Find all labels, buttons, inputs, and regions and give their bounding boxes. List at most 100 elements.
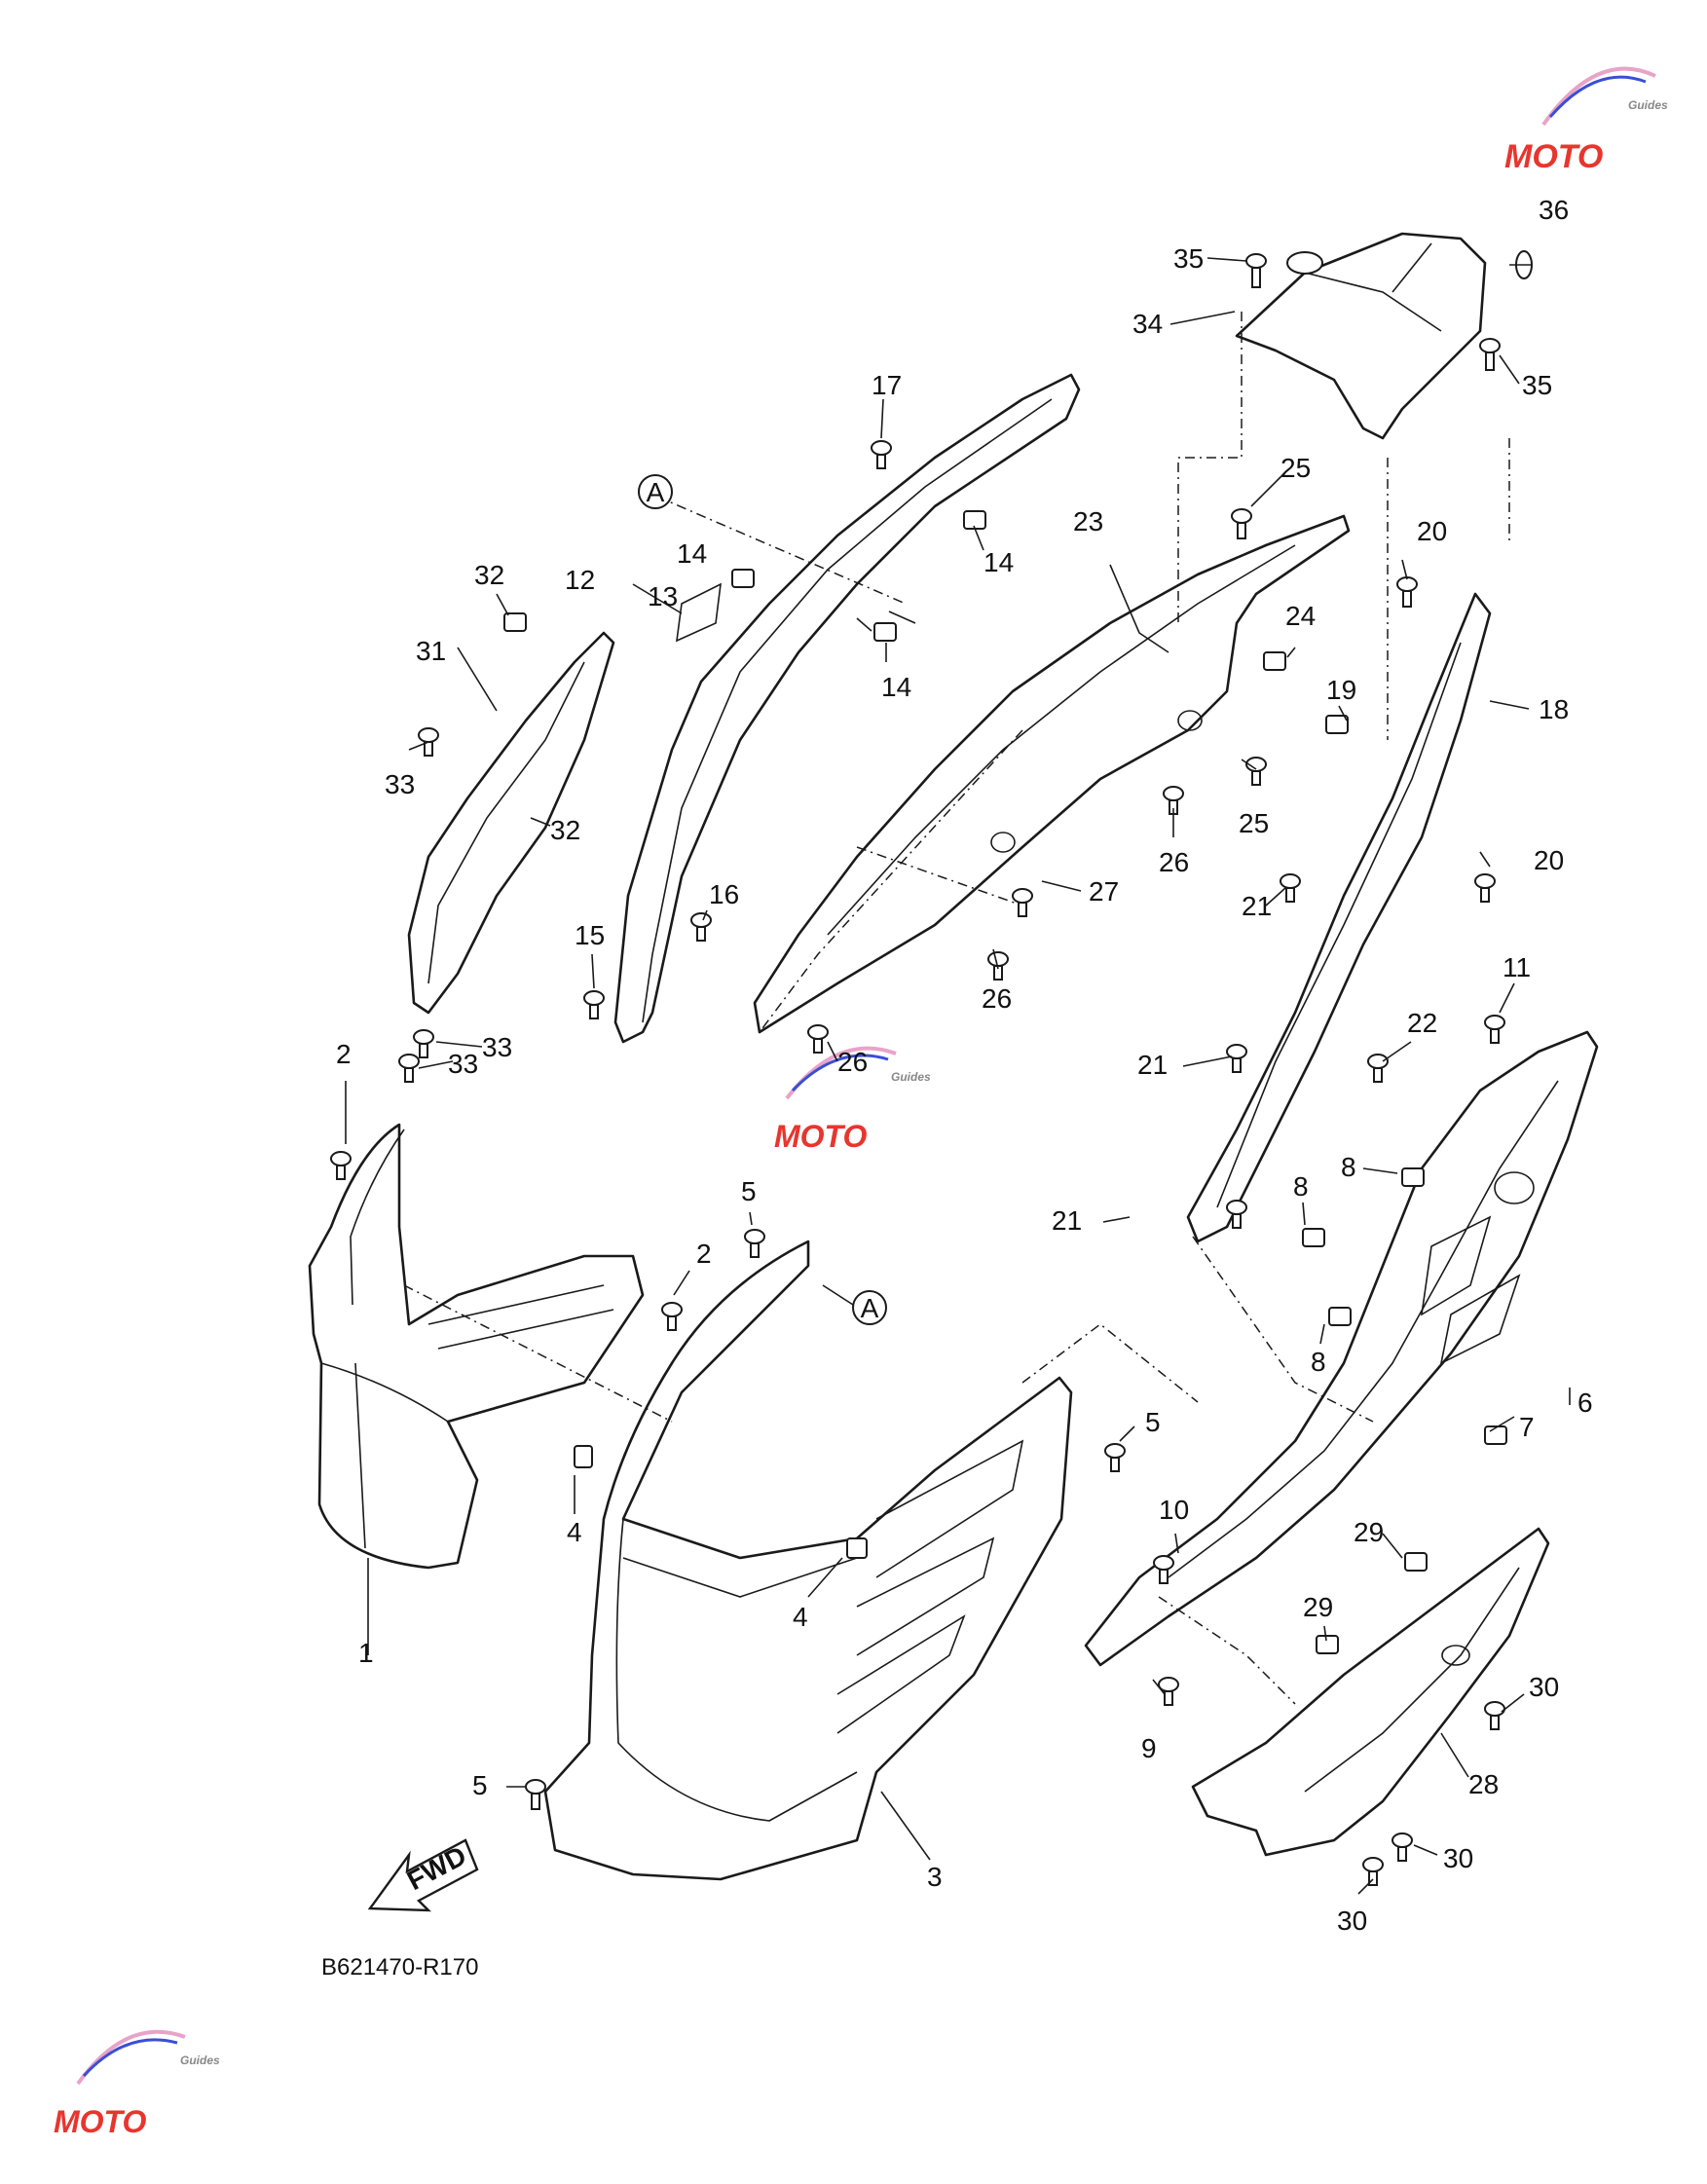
callout-27: 27 xyxy=(1089,876,1119,907)
callout-35: 35 xyxy=(1522,370,1552,400)
reference-mark-bottom: A xyxy=(822,1284,887,1325)
callout-23: 23 xyxy=(1073,506,1103,537)
callout-16: 16 xyxy=(709,879,739,909)
watermark-brand: MOTO xyxy=(1504,138,1603,175)
screw xyxy=(1474,873,1496,903)
part-31-side-panel xyxy=(407,631,615,1015)
screw xyxy=(1479,338,1501,371)
screw xyxy=(871,440,892,469)
callout-5: 5 xyxy=(1145,1407,1161,1437)
callout-12: 12 xyxy=(565,565,595,595)
callout-33: 33 xyxy=(448,1049,478,1079)
watermark-brand: MOTO xyxy=(774,1119,868,1154)
screw xyxy=(1158,1677,1179,1706)
screw xyxy=(1231,508,1252,539)
screw xyxy=(1484,1701,1505,1730)
screw xyxy=(525,1779,546,1810)
callout-35: 35 xyxy=(1173,243,1204,274)
clip-nut xyxy=(574,1445,593,1468)
screw xyxy=(807,1024,829,1054)
screw xyxy=(330,1151,352,1180)
callout-20: 20 xyxy=(1534,845,1564,875)
callout-25: 25 xyxy=(1280,453,1311,483)
screw xyxy=(583,990,605,1019)
watermark-sub: Guides xyxy=(1628,98,1668,112)
clip-nut xyxy=(1263,651,1286,671)
screw xyxy=(398,1054,420,1083)
part-3-lower-cover xyxy=(543,1240,1073,1881)
callout-10: 10 xyxy=(1159,1495,1189,1525)
callout-4: 4 xyxy=(793,1602,808,1632)
fwd-arrow: FWD xyxy=(367,1838,479,1912)
callout-2: 2 xyxy=(696,1239,712,1269)
callout-19: 19 xyxy=(1326,675,1356,705)
screw xyxy=(1280,873,1301,903)
screw xyxy=(1392,1832,1413,1862)
part-34-rear-top xyxy=(1235,232,1487,440)
screw xyxy=(1012,888,1033,917)
screw xyxy=(1396,576,1418,608)
reference-mark-top: A xyxy=(638,474,673,509)
callout-33: 33 xyxy=(385,769,415,799)
clip-nut xyxy=(963,510,986,530)
callout-14: 14 xyxy=(677,538,707,569)
reference-mark-label: A xyxy=(861,1293,879,1323)
callout-33: 33 xyxy=(482,1032,512,1062)
callout-26: 26 xyxy=(837,1047,868,1077)
watermark-bottom-left: MOTO Guides xyxy=(54,2029,220,2139)
callout-25: 25 xyxy=(1239,808,1269,838)
callout-21: 21 xyxy=(1137,1050,1168,1080)
screw xyxy=(1245,253,1267,288)
watermark-brand: MOTO xyxy=(54,2104,147,2139)
screw xyxy=(1362,1857,1384,1886)
callout-34: 34 xyxy=(1132,309,1163,339)
screw xyxy=(1226,1200,1247,1229)
watermark-sub: Guides xyxy=(180,2054,220,2067)
callout-26: 26 xyxy=(982,983,1012,1014)
callout-21: 21 xyxy=(1052,1205,1082,1236)
callout-5: 5 xyxy=(472,1770,488,1800)
callout-22: 22 xyxy=(1407,1008,1437,1038)
callout-labels: 1 2 2 3 4 4 5 5 5 6 7 8 8 8 9 10 11 12 1… xyxy=(336,195,1593,1936)
callout-8: 8 xyxy=(1341,1152,1356,1182)
callout-29: 29 xyxy=(1354,1517,1384,1547)
screw xyxy=(1245,757,1267,786)
clip-nut xyxy=(731,569,755,588)
callout-21: 21 xyxy=(1242,891,1272,921)
callout-32: 32 xyxy=(550,815,580,845)
screw xyxy=(1163,786,1184,815)
callout-7: 7 xyxy=(1519,1412,1535,1442)
clip-nut xyxy=(846,1537,868,1559)
callout-17: 17 xyxy=(872,370,902,400)
callout-6: 6 xyxy=(1577,1388,1593,1418)
callout-4: 4 xyxy=(567,1517,582,1547)
callout-14: 14 xyxy=(881,672,911,702)
clip-nut xyxy=(1404,1552,1428,1572)
callout-30: 30 xyxy=(1443,1843,1473,1873)
diagram-code: B621470-R170 xyxy=(321,1954,478,1980)
watermark-center: MOTO Guides xyxy=(774,1046,931,1154)
callout-1: 1 xyxy=(358,1638,374,1668)
screw xyxy=(1226,1044,1247,1073)
screw xyxy=(690,912,712,942)
screw xyxy=(744,1229,765,1258)
callout-18: 18 xyxy=(1539,694,1569,724)
plug-cap xyxy=(1286,251,1323,275)
callout-2: 2 xyxy=(336,1039,352,1069)
screw xyxy=(1484,1015,1505,1044)
screw xyxy=(987,951,1009,981)
clip-nut xyxy=(873,622,897,642)
ref-mark-on-part-13 xyxy=(676,582,722,643)
screw xyxy=(1367,1054,1389,1083)
callout-5: 5 xyxy=(741,1176,757,1206)
callout-28: 28 xyxy=(1468,1769,1499,1799)
watermark-top-right: MOTO Guides xyxy=(1504,66,1668,175)
clip-nut xyxy=(1316,1635,1339,1654)
callout-24: 24 xyxy=(1285,601,1316,631)
part-1-front-cover xyxy=(308,1123,645,1570)
screw xyxy=(413,1029,434,1058)
part-28-lower-rear xyxy=(1191,1527,1550,1857)
callout-3: 3 xyxy=(927,1862,943,1892)
callout-26: 26 xyxy=(1159,847,1189,877)
